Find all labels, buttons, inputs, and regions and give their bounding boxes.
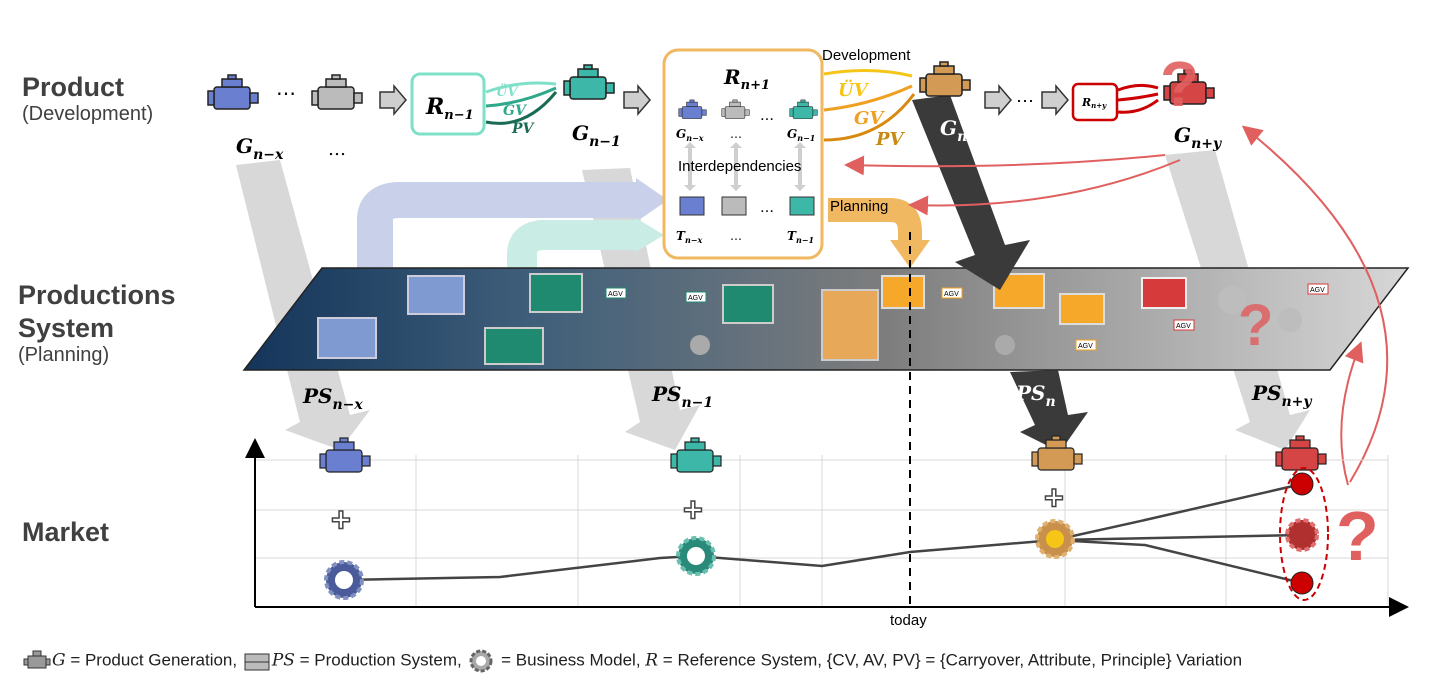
plus-icon-1: +: [331, 501, 351, 539]
agv-tags: AGV AGV AGV AGV AGV AGV: [605, 283, 1329, 351]
ellipsis-g2: …: [760, 108, 774, 124]
legend-r-symbol: R: [645, 650, 659, 671]
production-icons-small: [679, 196, 815, 216]
legend: G = Product Generation, PS = Production …: [22, 648, 1242, 674]
production-objects: [317, 273, 1302, 365]
soft-curve-arrows: [357, 178, 668, 270]
g-small-n1-label: Gn−1: [787, 127, 815, 143]
planning-arrow: [828, 198, 930, 268]
engine-icon-gray: [311, 74, 363, 110]
g-ny-label: Gn+y: [1174, 123, 1222, 152]
market-title: Market: [22, 517, 110, 547]
uv-label-n1: ÜV: [496, 83, 519, 100]
ref-box-ny: [1071, 82, 1119, 122]
legend-ps-symbol: PS: [271, 650, 295, 671]
market-trend-line: [342, 482, 1303, 582]
business-model-icons: [324, 472, 1319, 600]
uv-label-n: ÜV: [838, 78, 870, 101]
engine-icon-gen-n: [919, 61, 971, 97]
row-label-market: Market: [22, 517, 109, 548]
variation-arrows-n: [823, 68, 916, 142]
interdependencies-label: Interdependencies: [678, 158, 801, 175]
chain-arrows: [379, 83, 1069, 117]
dots-2: ⋯: [1016, 91, 1034, 112]
production-subtitle: (Planning): [18, 344, 110, 366]
row-label-production: Productions System (Planning): [18, 280, 176, 367]
engine-icon-gen-n1: [563, 64, 615, 100]
legend-ps-text: = Production System,: [294, 650, 467, 670]
question-mark-production: ?: [1238, 293, 1273, 358]
engine-icon-gen-nx: [207, 74, 259, 110]
product-subtitle: (Development): [22, 103, 154, 125]
ellipsis-t: …: [730, 229, 742, 243]
question-mark-product: ?: [1160, 48, 1199, 120]
uncertainty-ellipse: [1279, 467, 1329, 601]
svg-text:AGV: AGV: [1310, 287, 1325, 294]
variation-arrows-n1: [485, 81, 558, 125]
ps-n-label: PSn: [1015, 381, 1056, 410]
market-grid: [255, 455, 1389, 607]
legend-bm-text: = Business Model,: [496, 650, 646, 670]
g-n-label: Gn: [940, 116, 967, 145]
question-mark-market: ?: [1336, 497, 1379, 575]
t-n1-label: Tn−1: [787, 229, 814, 245]
market-trend-mid: [1054, 533, 1303, 542]
business-model-icon: [469, 649, 493, 673]
plus-icon-2: +: [683, 491, 703, 529]
ellipsis-t2: …: [760, 200, 774, 216]
r-n1-label: Rn−1: [425, 94, 474, 123]
legend-g-text: = Product Generation,: [65, 650, 242, 670]
r-next-label: Rn+1: [723, 65, 770, 93]
svg-text:AGV: AGV: [1176, 323, 1191, 330]
svg-text:AGV: AGV: [608, 291, 623, 298]
development-label: Development: [822, 47, 911, 64]
plus-icon-3: +: [1044, 479, 1064, 517]
svg-text:AGV: AGV: [688, 295, 703, 302]
engine-icon: [23, 650, 51, 669]
production-title: Productions: [18, 280, 176, 310]
dots-1: ⋯: [276, 81, 296, 105]
planning-label: Planning: [830, 198, 888, 215]
production-system-icon: [244, 653, 270, 671]
t-nx-label: Tn−x: [676, 229, 702, 245]
dark-flow-arrows: [912, 95, 1088, 452]
g-dots: …: [328, 139, 346, 160]
r-ny-label: Rn+y: [1081, 96, 1107, 110]
pv-label-n: PV: [875, 129, 906, 150]
pv-label-n1: PV: [511, 121, 536, 137]
gv-label-n1: GV: [503, 103, 528, 119]
market-trend-low: [1054, 538, 1303, 585]
g-nx-label: Gn−x: [236, 134, 284, 163]
g-small-nx-label: Gn−x: [676, 127, 704, 143]
ps-ny-label: PSn+y: [1251, 381, 1312, 410]
feedback-arrows: [844, 125, 1389, 486]
production-title-2: System: [18, 313, 115, 343]
today-label: today: [890, 612, 927, 629]
ref-box-n1: [410, 72, 486, 136]
row-label-product: Product (Development): [22, 72, 153, 126]
g-n1-label: Gn−1: [572, 121, 621, 150]
ps-n1-label: PSn−1: [651, 382, 713, 411]
legend-g-symbol: G: [52, 650, 66, 671]
ps-nx-label: PSn−x: [302, 384, 363, 413]
variation-arrows-ny: [1117, 83, 1159, 114]
ellipsis-g: …: [730, 127, 742, 141]
svg-text:AGV: AGV: [944, 291, 959, 298]
product-title: Product: [22, 72, 125, 102]
legend-r-text: = Reference System, {CV, AV, PV} = {Carr…: [658, 650, 1243, 670]
gv-label-n: GV: [854, 108, 885, 129]
interdependency-arrows: [684, 142, 806, 191]
svg-text:AGV: AGV: [1078, 343, 1093, 350]
